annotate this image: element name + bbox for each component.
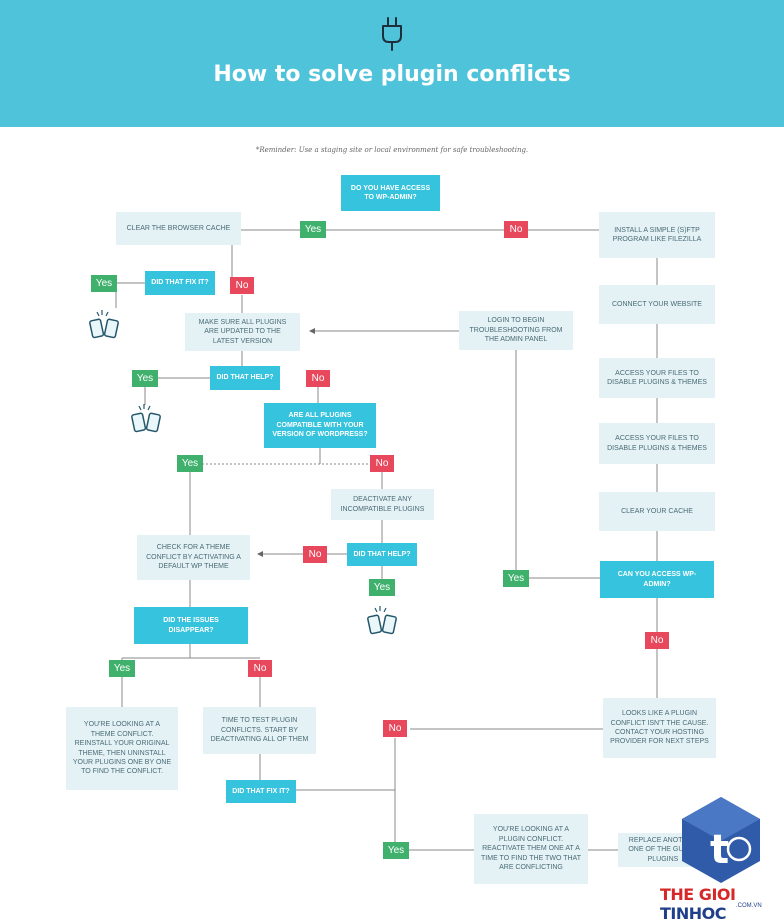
plug-icon xyxy=(382,17,402,51)
yes-badge: Yes xyxy=(177,455,203,472)
cheers-icon xyxy=(89,310,119,339)
brand-name: THE GIOI TINHOC xyxy=(660,885,736,923)
step-theme-conflict-check: CHECK FOR A THEME CONFLICT BY ACTIVATING… xyxy=(137,535,250,580)
step-install-sftp: INSTALL A SIMPLE (S)FTP PROGRAM LIKE FIL… xyxy=(599,212,715,258)
no-badge: No xyxy=(248,660,272,677)
yes-badge: Yes xyxy=(132,370,158,387)
cheers-icon xyxy=(131,404,161,433)
question-can-access: CAN YOU ACCESS WP-ADMIN? xyxy=(600,561,714,598)
reminder-note: *Reminder: Use a staging site or local e… xyxy=(255,146,529,154)
cheers-icon xyxy=(367,606,397,635)
question-did-that-help-2: DID THAT HELP? xyxy=(347,543,417,566)
brand-domain: .COM.VN xyxy=(736,903,762,909)
step-clear-cache: CLEAR YOUR CACHE xyxy=(599,492,715,531)
page-title: How to solve plugin conflicts xyxy=(213,62,571,87)
yes-badge: Yes xyxy=(503,570,529,587)
question-issues-disappear: DID THE ISSUES DISAPPEAR? xyxy=(134,607,248,644)
svg-text:t: t xyxy=(710,827,729,873)
step-login-admin: LOGIN TO BEGIN TROUBLESHOOTING FROM THE … xyxy=(459,311,573,350)
result-theme-conflict: YOU'RE LOOKING AT A THEME CONFLICT. REIN… xyxy=(66,707,178,790)
step-access-files-1: ACCESS YOUR FILES TO DISABLE PLUGINS & T… xyxy=(599,358,715,398)
no-badge: No xyxy=(230,277,254,294)
step-deactivate-incompatible: DEACTIVATE ANY INCOMPATIBLE PLUGINS xyxy=(331,489,434,520)
step-update-plugins: MAKE SURE ALL PLUGINS ARE UPDATED TO THE… xyxy=(185,313,300,351)
no-badge: No xyxy=(370,455,394,472)
header-banner xyxy=(0,0,784,127)
step-access-files-2: ACCESS YOUR FILES TO DISABLE PLUGINS & T… xyxy=(599,423,715,464)
no-badge: No xyxy=(303,546,327,563)
yes-badge: Yes xyxy=(300,221,326,238)
question-did-that-fix-1: DID THAT FIX IT? xyxy=(145,271,215,295)
no-badge: No xyxy=(504,221,528,238)
result-not-plugin: LOOKS LIKE A PLUGIN CONFLICT ISN'T THE C… xyxy=(603,698,716,758)
question-did-that-help-1: DID THAT HELP? xyxy=(210,366,280,390)
step-test-plugins: TIME TO TEST PLUGIN CONFLICTS. START BY … xyxy=(203,707,316,754)
question-compatible: ARE ALL PLUGINS COMPATIBLE WITH YOUR VER… xyxy=(264,403,376,448)
no-badge: No xyxy=(383,720,407,737)
step-plugin-conflict: YOU'RE LOOKING AT A PLUGIN CONFLICT. REA… xyxy=(474,814,588,884)
no-badge: No xyxy=(645,632,669,649)
yes-badge: Yes xyxy=(383,842,409,859)
question-did-that-fix-2: DID THAT FIX IT? xyxy=(226,780,296,803)
no-badge: No xyxy=(306,370,330,387)
brand-logo-icon: t xyxy=(682,797,760,883)
step-clear-browser-cache: CLEAR THE BROWSER CACHE xyxy=(116,212,241,245)
question-access-wpadmin: DO YOU HAVE ACCESS TO WP-ADMIN? xyxy=(341,175,440,211)
yes-badge: Yes xyxy=(91,275,117,292)
yes-badge: Yes xyxy=(109,660,135,677)
yes-badge: Yes xyxy=(369,579,395,596)
step-connect-website: CONNECT YOUR WEBSITE xyxy=(599,285,715,324)
